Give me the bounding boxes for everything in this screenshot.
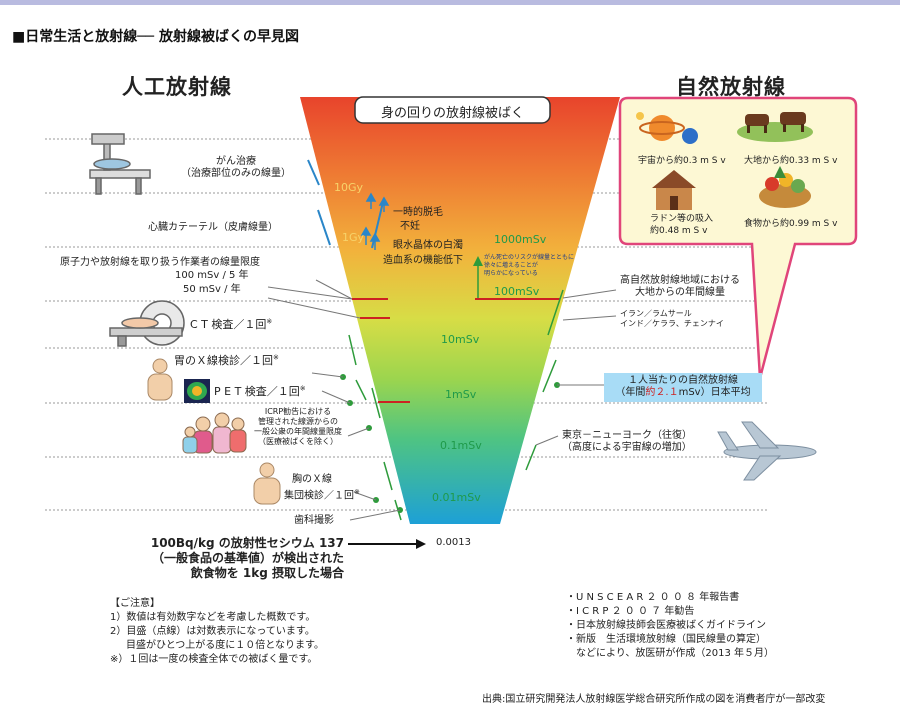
leader-pet	[321, 390, 351, 404]
scale-100msv: 100mSv	[494, 285, 540, 298]
label-catheter: 心臓カテーテル（皮膚線量）	[148, 222, 278, 233]
label-natural-average: １人当たりの自然放射線 （年間約２.１mSv）日本平均	[615, 375, 751, 398]
cesium-value: 0.0013	[436, 537, 471, 548]
cancer-note-line: 徐々に増えることが	[484, 262, 538, 269]
scale-0-1msv: 0.1mSv	[440, 439, 482, 452]
credit: 出典:国立研究開発法人放射線医学総合研究所作成の図を消費者庁が一部改変	[482, 694, 826, 705]
leader-100msv	[267, 286, 353, 300]
planet-icon	[636, 112, 698, 144]
funnel-title: 身の回りの放射線被ばく	[380, 106, 524, 121]
scale-10gy: 10Gy	[334, 181, 364, 194]
label-worker-50: 50 mSv / 年	[183, 284, 241, 295]
note-line: 目盛がひとつ上がる度に１０倍となります。	[126, 640, 324, 651]
food-basket-icon	[759, 166, 811, 208]
airplane-icon	[717, 421, 817, 481]
source-line: ・新版 生活環境放射線（国民線量の算定）	[566, 634, 766, 645]
effect-sterility: 不妊	[400, 221, 420, 232]
label-chest: 胸のＸ線 集団検診／１回※	[284, 474, 360, 502]
natural-callout	[618, 96, 858, 379]
leader-icrp	[347, 427, 370, 437]
leader-50msv	[267, 297, 361, 319]
effect-hair-loss: 一時的脱毛	[393, 207, 443, 218]
ct-scanner-icon	[109, 300, 185, 347]
funnel-title-box	[354, 96, 551, 124]
green-markers	[348, 262, 564, 521]
label-flight: 東京－ニューヨーク（往復） （高度による宇宙線の増加）	[562, 430, 692, 453]
person-xray-icon	[147, 358, 173, 401]
label-worker-100: 100 mSv / 5 年	[175, 270, 249, 281]
marker-catheter	[317, 209, 331, 246]
leader-chest	[353, 491, 377, 501]
marker-ct	[348, 334, 357, 366]
scale-10msv: 10mSv	[441, 333, 480, 346]
leader-worker	[315, 279, 353, 300]
natural-earth: 大地から約0.33 m S v	[744, 156, 838, 166]
bed-machine-icon	[89, 133, 151, 195]
scale-1msv: 1mSv	[445, 388, 477, 401]
header-artificial: 人工放射線	[122, 75, 232, 99]
cesium-text: 100Bq/kg の放射性セシウム 137 （一般食品の基準値）が検出された 飲…	[150, 536, 344, 580]
leader-dental	[349, 509, 401, 521]
marker-natural-avg	[542, 359, 557, 393]
dose-funnel	[300, 97, 620, 524]
marker-flight	[525, 444, 537, 471]
label-stomach: 胃のＸ線検診／１回※	[174, 353, 279, 367]
cesium-arrow-head	[416, 539, 426, 549]
leader-stomach	[311, 372, 344, 378]
header-natural: 自然放射線	[676, 75, 786, 99]
label-iran: イラン／ラムサール インド／ケララ、チェンナイ	[620, 309, 724, 328]
family-icon	[182, 412, 247, 454]
leader-iran	[562, 315, 617, 321]
source-line: などにより、放医研が作成（2013 年５月）	[576, 648, 775, 659]
page-title: ■日常生活と放射線── 放射線被ばくの早見図	[12, 29, 299, 45]
leader-flight	[535, 435, 559, 446]
natural-radon: ラドン等の吸入 約0.48 m S v	[650, 214, 714, 236]
top-bar	[0, 0, 900, 5]
source-line: ・U N S C E A R ２ ０ ０ ８ 年報告書	[566, 592, 740, 603]
red-markers	[352, 298, 560, 403]
scale-1gy: 1Gy	[342, 231, 365, 244]
natural-food: 食物から約0.99 m S v	[744, 219, 838, 229]
label-cancer-treatment: がん治療 （治療部位のみの線量）	[181, 156, 291, 179]
marker-pet	[371, 387, 381, 419]
marker-cancer-treatment	[307, 159, 320, 186]
effect-blood: 造血系の機能低下	[383, 255, 463, 266]
notes: 【ご注意】 1）数値は有効数字などを考慮した概数です。 2）目盛（点線）は対数表…	[110, 597, 324, 667]
label-worker-limit: 原子力や放射線を取り扱う作業者の線量限度	[60, 257, 260, 268]
label-ct: C T 検査／１回※	[190, 317, 273, 331]
effect-arrows	[360, 192, 390, 250]
label-pet: P E T 検査／１回※	[214, 384, 306, 398]
cows-icon	[737, 112, 813, 142]
cancer-arrow-head	[473, 256, 483, 266]
marker-stomach	[355, 379, 367, 401]
notes-title: 【ご注意】	[110, 598, 160, 609]
source-line: ・日本放射線技師会医療被ばくガイドライン	[566, 620, 766, 631]
effect-cataract: 眼水晶体の白濁	[393, 240, 463, 251]
sources: ・U N S C E A R ２ ０ ０ ８ 年報告書 ・I C R P ２ ０…	[566, 591, 774, 661]
marker-iran	[547, 289, 564, 336]
label-dental: 歯科撮影	[294, 515, 334, 526]
note-line: ※）１回は一度の検査全体での被ばく量です。	[110, 654, 318, 665]
leader-high-area	[562, 289, 617, 299]
source-line: ・I C R P ２ ０ ０ ７ 年勧告	[566, 606, 695, 617]
natural-average-highlight	[604, 373, 762, 402]
label-icrp: ICRP勧告における 管理された線源からの 一般公衆の年間線量限度 （医療被ばく…	[254, 407, 342, 446]
leader-lines	[267, 279, 617, 521]
natural-cosmic: 宇宙から約0.3 m S v	[638, 156, 726, 166]
note-line: 1）数値は有効数字などを考慮した概数です。	[110, 612, 316, 623]
house-icon	[652, 170, 696, 210]
brain-scan-icon	[184, 379, 210, 403]
scale-1000msv: 1000mSv	[494, 233, 547, 246]
cancer-note-line: がん死亡のリスクが線量とともに	[484, 254, 575, 261]
cancer-risk-note: がん死亡のリスクが線量とともに 徐々に増えることが 明らかになっている	[484, 254, 574, 278]
cancer-note-line: 明らかになっている	[484, 270, 538, 277]
chest-xray-icon	[253, 462, 281, 505]
note-line: 2）目盛（点線）は対数表示になっています。	[110, 626, 315, 637]
scale-0-01msv: 0.01mSv	[432, 491, 481, 504]
marker-chest	[383, 461, 393, 491]
label-high-area: 高自然放射線地域における 大地からの年間線量	[620, 275, 740, 298]
